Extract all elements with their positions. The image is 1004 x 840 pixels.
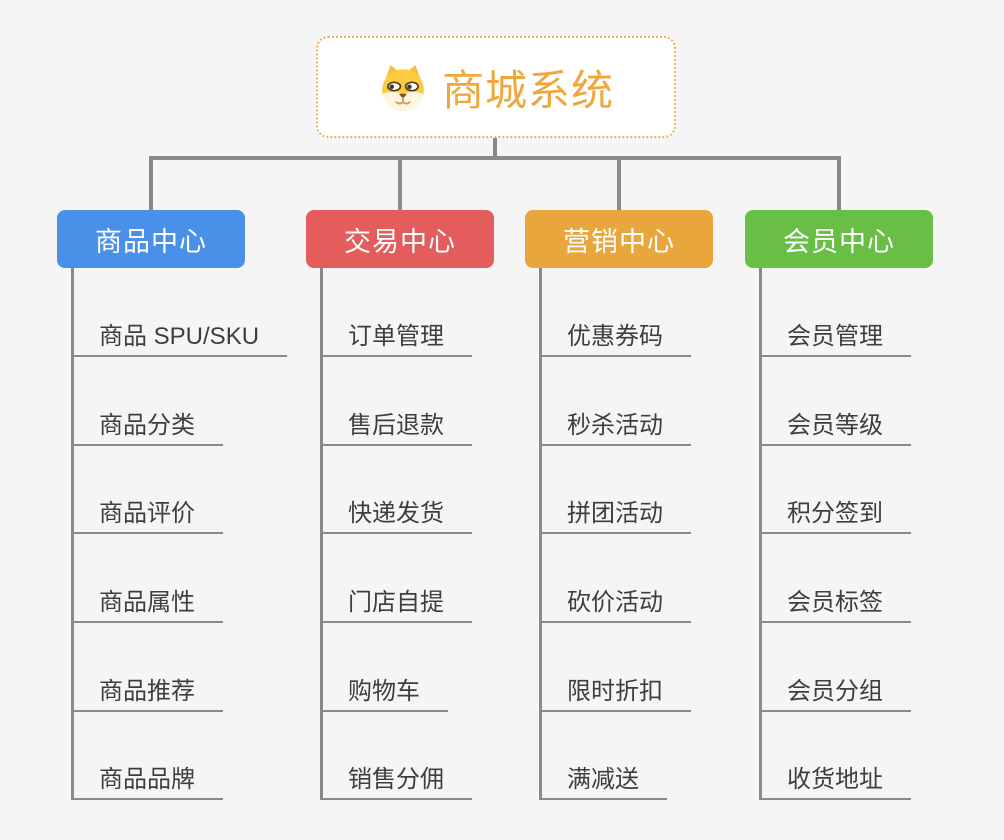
leaf-node[interactable]: 销售分佣 xyxy=(320,763,472,800)
leaf-node[interactable]: 商品分类 xyxy=(71,409,223,446)
leaf-spine xyxy=(71,268,74,800)
connector-branch-stem xyxy=(149,156,153,214)
leaf-node[interactable]: 商品推荐 xyxy=(71,675,223,712)
leaf-spine xyxy=(759,268,762,800)
connector-branch-stem xyxy=(398,156,402,214)
shiba-dog-icon xyxy=(382,65,424,111)
branch-label: 会员中心 xyxy=(783,226,895,257)
leaf-node[interactable]: 会员标签 xyxy=(759,586,911,623)
leaf-node[interactable]: 积分签到 xyxy=(759,497,911,534)
leaf-node[interactable]: 快递发货 xyxy=(320,497,472,534)
leaf-node[interactable]: 秒杀活动 xyxy=(539,409,691,446)
leaf-node[interactable]: 售后退款 xyxy=(320,409,472,446)
branch-node-3[interactable]: 营销中心 xyxy=(525,210,713,268)
root-title: 商城系统 xyxy=(441,66,614,114)
branch-node-4[interactable]: 会员中心 xyxy=(745,210,933,268)
leaf-node[interactable]: 订单管理 xyxy=(320,320,472,357)
connector-horizontal xyxy=(149,156,841,160)
branch-label: 商品中心 xyxy=(95,226,207,257)
leaf-spine xyxy=(320,268,323,800)
leaf-node[interactable]: 商品品牌 xyxy=(71,763,223,800)
branch-node-1[interactable]: 商品中心 xyxy=(57,210,245,268)
leaf-spine xyxy=(539,268,542,800)
connector-root-stem xyxy=(493,138,497,160)
leaf-node[interactable]: 优惠券码 xyxy=(539,320,691,357)
connector-branch-stem xyxy=(837,156,841,214)
leaf-node[interactable]: 会员分组 xyxy=(759,675,911,712)
branch-node-2[interactable]: 交易中心 xyxy=(306,210,494,268)
leaf-node[interactable]: 满减送 xyxy=(539,763,667,800)
leaf-node[interactable]: 商品评价 xyxy=(71,497,223,534)
leaf-node[interactable]: 拼团活动 xyxy=(539,497,691,534)
leaf-node[interactable]: 购物车 xyxy=(320,675,448,712)
leaf-node[interactable]: 砍价活动 xyxy=(539,586,691,623)
leaf-node[interactable]: 商品 SPU/SKU xyxy=(71,320,288,357)
leaf-node[interactable]: 会员管理 xyxy=(759,320,911,357)
branch-label: 交易中心 xyxy=(344,226,456,257)
connector-branch-stem xyxy=(617,156,621,214)
leaf-node[interactable]: 收货地址 xyxy=(759,763,911,800)
leaf-node[interactable]: 门店自提 xyxy=(320,586,472,623)
branch-label: 营销中心 xyxy=(563,226,675,257)
root-node[interactable]: 商城系统 xyxy=(316,36,676,138)
leaf-node[interactable]: 商品属性 xyxy=(71,586,223,623)
leaf-node[interactable]: 限时折扣 xyxy=(539,675,691,712)
leaf-node[interactable]: 会员等级 xyxy=(759,409,911,446)
